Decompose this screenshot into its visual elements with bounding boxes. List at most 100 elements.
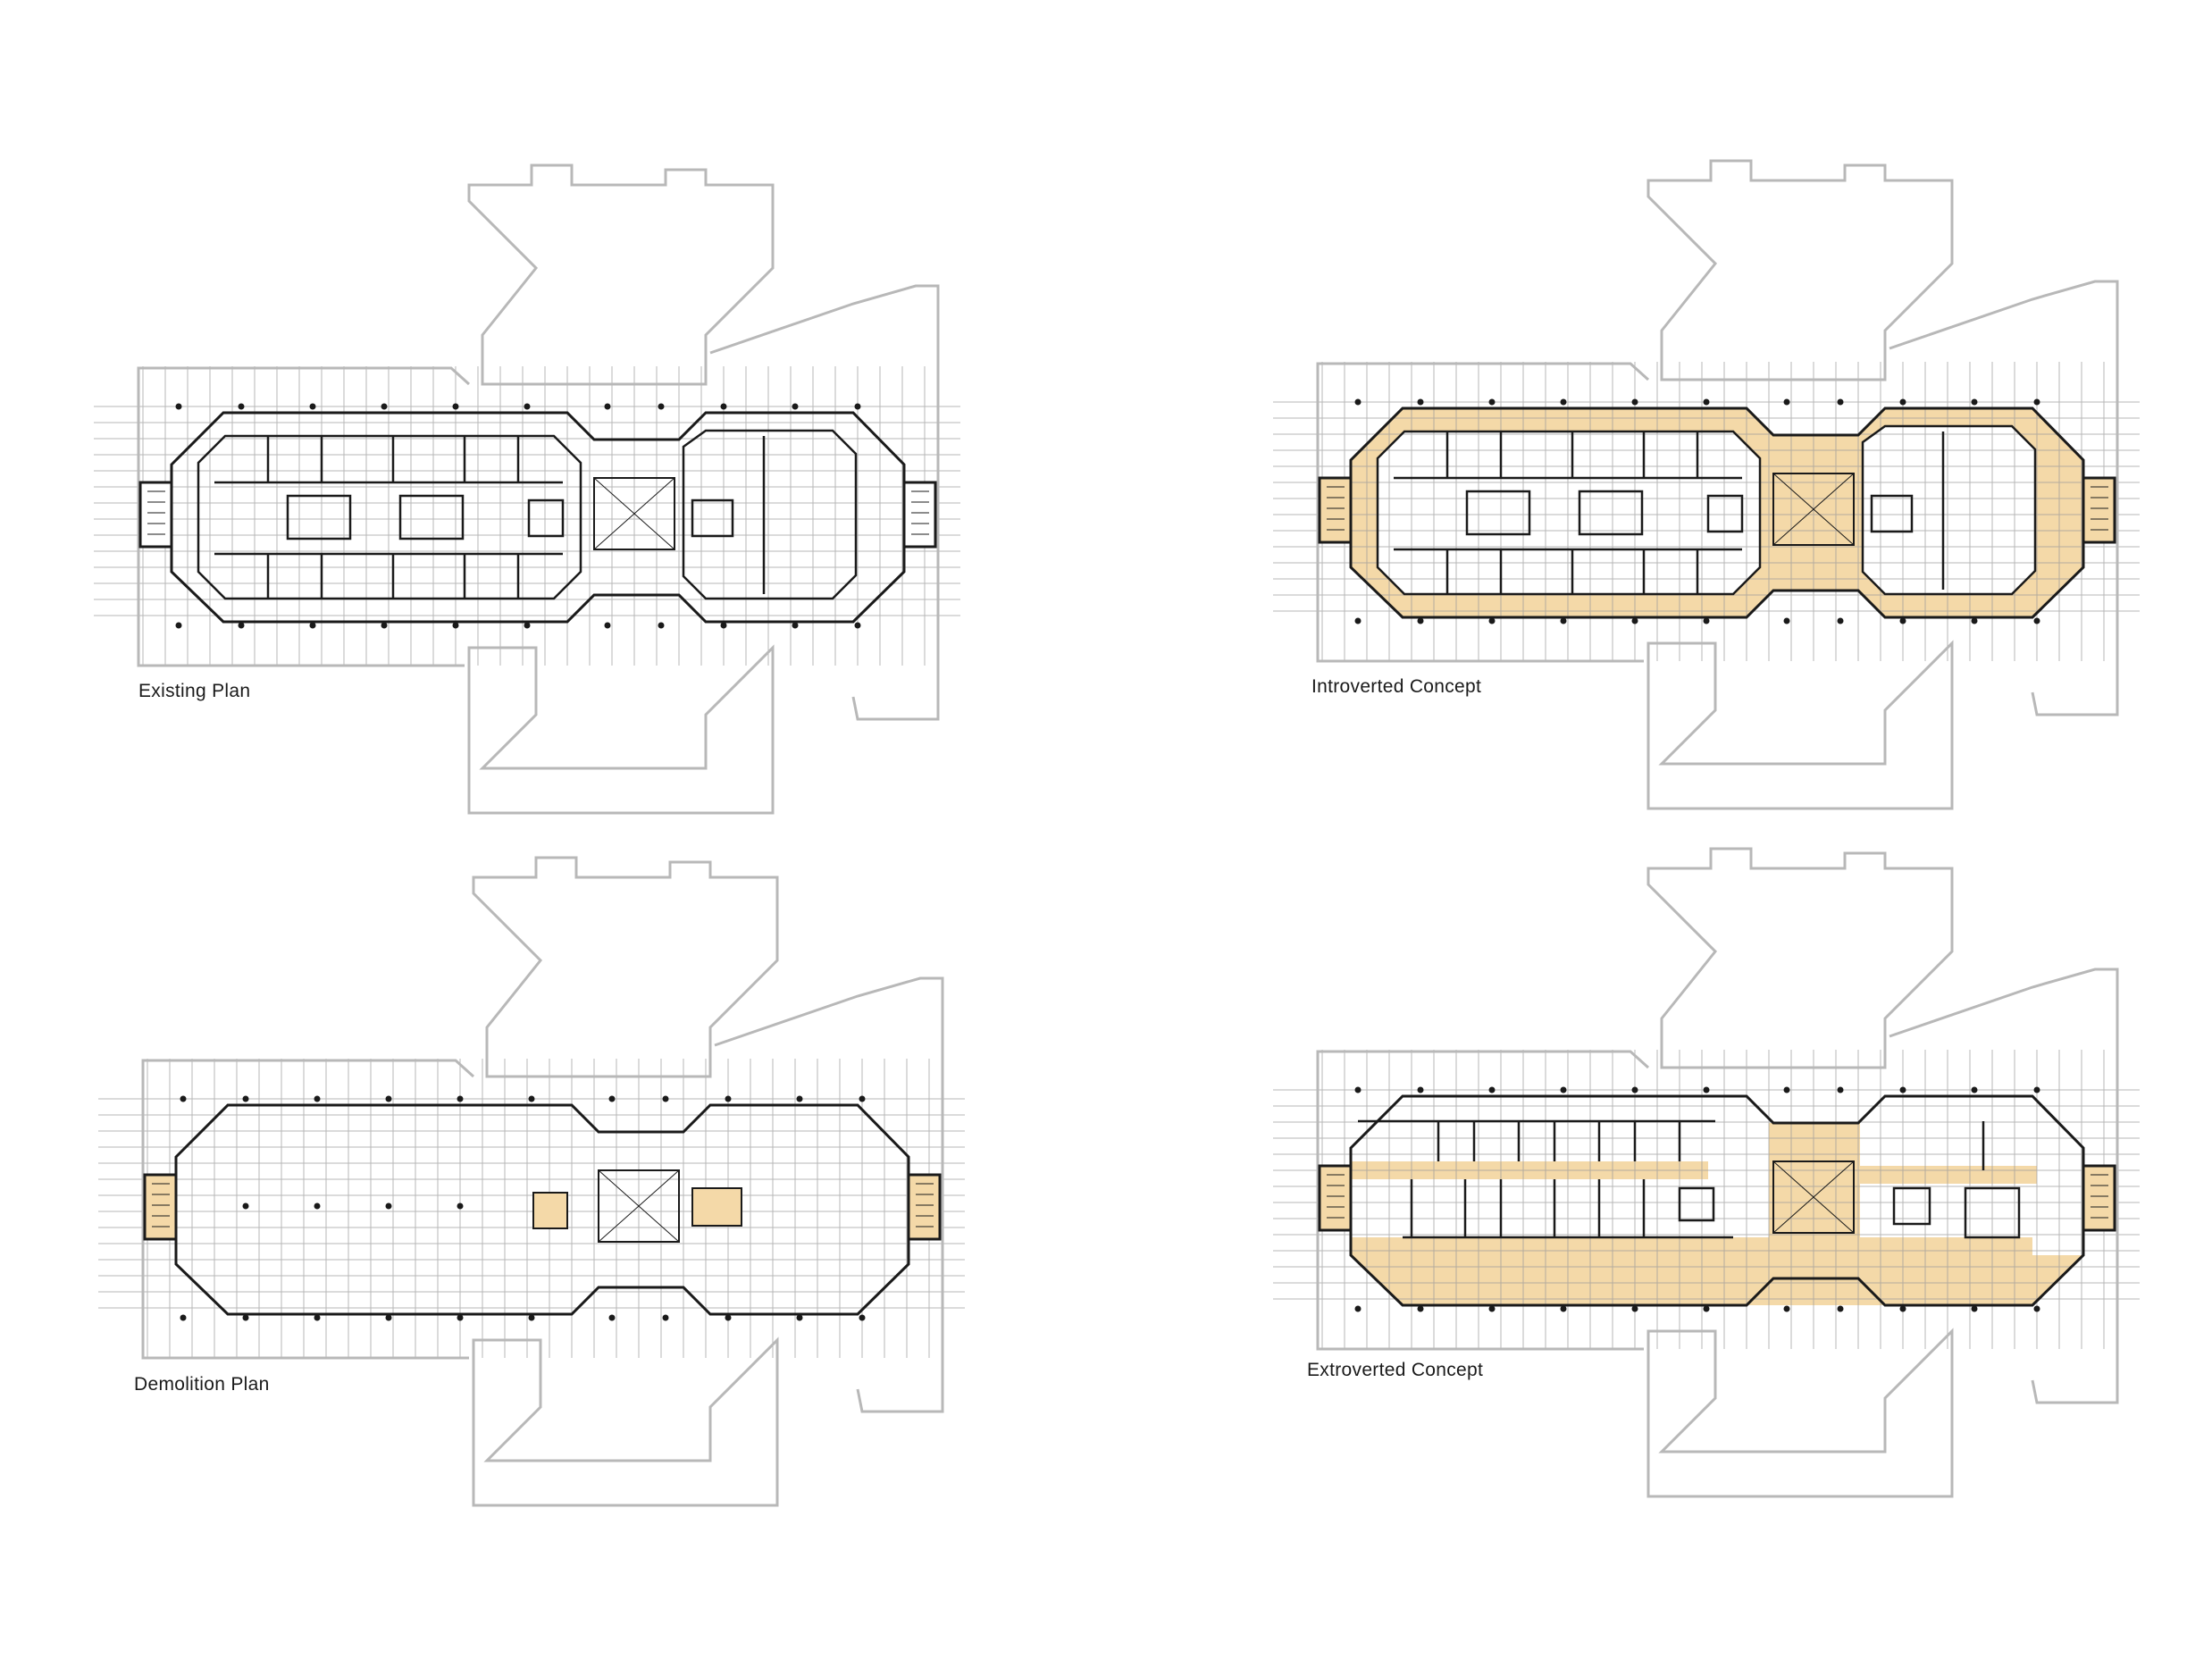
column [658, 403, 665, 410]
column [854, 403, 861, 410]
column [1837, 617, 1844, 624]
atrium-diagonal [598, 1169, 680, 1243]
column [859, 1095, 866, 1102]
inner-court [1863, 426, 2035, 594]
exterior-wall [174, 1103, 910, 1316]
column [1354, 1305, 1362, 1312]
stair-core [691, 1187, 742, 1227]
column [1783, 398, 1790, 406]
partition-walls [197, 429, 858, 600]
column [1354, 398, 1362, 406]
east-terrace-outline [1889, 280, 2119, 716]
column [1417, 1086, 1424, 1093]
terrace-outline [1316, 847, 2119, 1498]
west-stair-tower [143, 1173, 178, 1241]
column [1971, 617, 1978, 624]
west-stair-tower [138, 481, 173, 549]
inner-court [1378, 432, 1760, 594]
column [1703, 398, 1710, 406]
column [1703, 617, 1710, 624]
column [720, 403, 727, 410]
east-stair-tower [2082, 476, 2116, 544]
north-wing-outline [1646, 159, 1954, 381]
column [1417, 1305, 1424, 1312]
south-wing-outline [472, 1336, 779, 1507]
elevator-core [532, 1192, 568, 1229]
column [381, 622, 388, 629]
stair [1892, 1186, 1931, 1226]
atrium-void [1772, 473, 1855, 546]
column [2033, 1305, 2040, 1312]
highlight-ring [1351, 408, 2083, 617]
column [1703, 1305, 1710, 1312]
column [1631, 1305, 1638, 1312]
north-wing-outline [1646, 847, 1954, 1069]
highlight-bands [1351, 1123, 2083, 1305]
column [1631, 398, 1638, 406]
south-band [1351, 1237, 2083, 1305]
column [1899, 1086, 1906, 1093]
east-terrace-outline [1889, 968, 2119, 1404]
elevator [1678, 1186, 1715, 1222]
column [524, 622, 531, 629]
west-terrace-outline [1316, 1050, 1650, 1309]
structural-grid [94, 366, 960, 666]
column [1971, 1305, 1978, 1312]
existing-plan-label: Existing Plan [138, 681, 251, 701]
south-wing-outline [1646, 640, 1954, 810]
column [1703, 1086, 1710, 1093]
column [457, 1314, 464, 1321]
partition-walls [1358, 1119, 2021, 1239]
southwest-terrace-outline [137, 625, 465, 667]
column [381, 403, 388, 410]
exterior-wall [1349, 406, 2085, 619]
column [1783, 1305, 1790, 1312]
elevator [527, 499, 565, 538]
column [662, 1095, 669, 1102]
partition-walls [1376, 424, 2037, 596]
column [1488, 617, 1496, 624]
column [1488, 1086, 1496, 1093]
east-stair-tower [902, 481, 937, 549]
column [242, 1202, 249, 1210]
terrace-outline [1316, 159, 2119, 810]
column [2033, 1086, 2040, 1093]
existing-plan-drawing [94, 163, 960, 815]
column [457, 1095, 464, 1102]
column [452, 403, 459, 410]
column-grid [175, 403, 861, 629]
column [608, 1314, 616, 1321]
atrium-void [598, 1169, 680, 1243]
column [1783, 617, 1790, 624]
room [1964, 1186, 2021, 1239]
east-corridor-core [1861, 424, 2037, 596]
east-stair-tower [907, 1173, 942, 1241]
column [725, 1314, 732, 1321]
column [1560, 398, 1567, 406]
room [1578, 490, 1644, 536]
west-stair-tower [1318, 476, 1353, 544]
column [720, 622, 727, 629]
column [658, 622, 665, 629]
exterior-wall [1349, 1094, 2085, 1307]
east-stair-tower [2082, 1164, 2116, 1232]
southwest-terrace-outline [1316, 621, 1644, 663]
column [385, 1202, 392, 1210]
column [1488, 1305, 1496, 1312]
column-grid [180, 1095, 866, 1321]
room [1465, 490, 1531, 536]
column [385, 1314, 392, 1321]
column [524, 403, 531, 410]
column [1560, 1305, 1567, 1312]
column [314, 1095, 321, 1102]
column [1837, 398, 1844, 406]
column [314, 1202, 321, 1210]
column [796, 1095, 803, 1102]
terrace-outline [137, 163, 940, 815]
column [792, 622, 799, 629]
column [1971, 398, 1978, 406]
column [1560, 617, 1567, 624]
column [238, 622, 245, 629]
column [1631, 617, 1638, 624]
